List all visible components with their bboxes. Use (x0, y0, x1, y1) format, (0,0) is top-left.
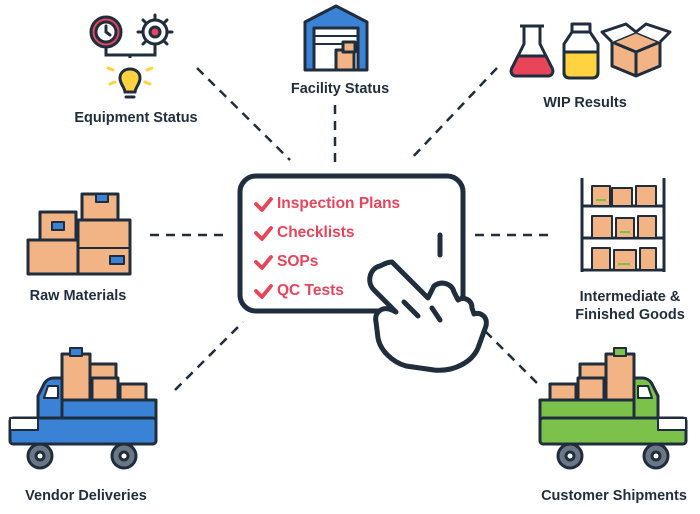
open-box-icon (600, 22, 672, 78)
raw-materials-label: Raw Materials (29, 288, 127, 304)
intermediate-label-line2: Finished Goods (575, 307, 685, 323)
hand-pointer-icon (367, 259, 489, 373)
checklist-item: SOPs (277, 253, 319, 270)
bulb-icon (106, 66, 154, 99)
facility-status-label: Facility Status (290, 81, 390, 97)
wip-results-label: WIP Results (543, 95, 627, 111)
equipment-status-label: Equipment Status (74, 110, 198, 126)
checklist-item: Inspection Plans (277, 195, 401, 212)
gears-clock-icon (89, 13, 174, 58)
intermediate-label-line1: Intermediate & (579, 289, 681, 305)
checklist-item: Checklists (277, 224, 355, 241)
shelf-icon (580, 178, 666, 272)
truck-blue-icon (8, 347, 158, 470)
check-icon (254, 226, 273, 241)
jar-icon (562, 22, 600, 80)
connector-lines (150, 67, 552, 391)
boxes-stack-icon (26, 192, 132, 276)
check-icon (254, 197, 273, 212)
vendor-deliveries-label: Vendor Deliveries (25, 488, 147, 504)
checklist-item: QC Tests (277, 282, 344, 299)
connector-vendor (174, 321, 244, 391)
warehouse-icon (303, 4, 369, 72)
truck-green-icon (538, 347, 688, 470)
connector-equipment (196, 67, 291, 161)
flask-icon (509, 24, 555, 78)
check-icon (254, 284, 273, 299)
check-icon (254, 255, 273, 270)
connector-wip (409, 67, 498, 161)
customer-shipments-label: Customer Shipments (541, 488, 687, 504)
